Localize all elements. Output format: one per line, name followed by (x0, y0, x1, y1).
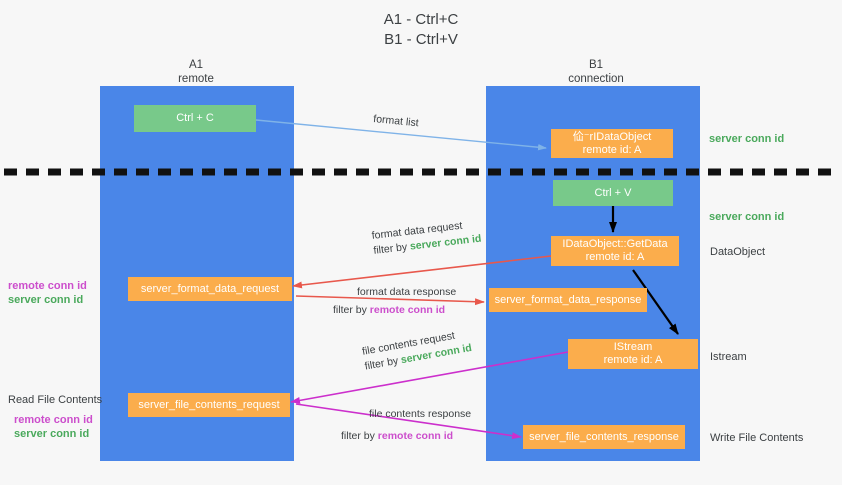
title-line-1: A1 - Ctrl+C (383, 11, 459, 28)
lane-b1-name: B1 (588, 59, 604, 71)
left-label-server-conn-id-1: server conn id (8, 294, 84, 306)
lane-b1-sub: connection (568, 73, 624, 85)
page-title: A1 - Ctrl+C B1 - Ctrl+V (0, 10, 842, 50)
right-label-server-conn-id-mid: server conn id (709, 211, 785, 223)
box-getdata-line2: remote id: A (585, 251, 645, 263)
edge-label-format-data-response: format data response filter by remote co… (333, 285, 456, 318)
right-label-dataobject: DataObject (710, 246, 766, 258)
left-label-read-file-contents: Read File Contents (8, 394, 103, 406)
box-idataobject-getdata[interactable]: IDataObject::GetData remote id: A (551, 236, 679, 266)
lane-header-b1: B1 connection (530, 58, 662, 86)
box-ctrl-c-label: Ctrl + C (176, 112, 214, 124)
lane-a1-name: A1 (188, 59, 204, 71)
box-server-file-contents-request[interactable]: server_file_contents_request (128, 393, 290, 417)
box-ctrl-v[interactable]: Ctrl + V (553, 180, 673, 206)
left-label-group-file: remote conn id server conn id (14, 413, 93, 441)
edge-label-file-contents-response: file contents response filter by remote … (341, 407, 471, 444)
filter-prefix: filter by (372, 240, 411, 257)
box-istream-line1: IStream (613, 341, 653, 353)
box-server-file-contents-response-label: server_file_contents_response (529, 430, 679, 443)
filter-prefix: filter by (341, 430, 378, 442)
filter-prefix: filter by (333, 304, 370, 316)
box-istream[interactable]: IStream remote id: A (568, 339, 698, 369)
box-server-format-data-request[interactable]: server_format_data_request (128, 277, 292, 301)
title-line-2: B1 - Ctrl+V (384, 31, 458, 48)
edge-label-format-data-response-filter: filter by remote conn id (333, 300, 456, 318)
box-server-format-data-request-label: server_format_data_request (140, 282, 280, 295)
box-server-format-data-response[interactable]: server_format_data_response (489, 288, 647, 312)
box-ctrl-c[interactable]: Ctrl + C (134, 105, 256, 132)
box-ctrl-v-label: Ctrl + V (594, 186, 632, 199)
edge-label-format-list-text: format list (372, 112, 420, 130)
box-ole-idataobject-line1: 佡⁻rIDataObject (572, 130, 652, 143)
box-server-format-data-response-label: server_format_data_response (494, 293, 642, 306)
right-label-istream: Istream (710, 351, 747, 363)
lane-a1-sub: remote (178, 73, 214, 85)
left-label-remote-conn-id-2: remote conn id (14, 414, 93, 426)
left-label-server-conn-id-2: server conn id (14, 428, 90, 440)
right-label-write-file-contents: Write File Contents (710, 432, 804, 444)
box-istream-line2: remote id: A (603, 354, 663, 366)
edge-label-file-contents-response-filter: filter by remote conn id (341, 422, 471, 444)
box-getdata-line1: IDataObject::GetData (562, 238, 668, 250)
edge-label-format-data-response-text: format data response (357, 286, 457, 298)
filter-key-remote-conn-id: remote conn id (369, 304, 446, 316)
lane-header-a1: A1 remote (130, 58, 262, 86)
right-label-server-conn-id-top: server conn id (709, 133, 785, 145)
left-label-group-format: remote conn id server conn id (8, 279, 87, 307)
box-server-file-contents-request-label: server_file_contents_request (138, 398, 280, 411)
left-label-remote-conn-id-1: remote conn id (8, 280, 87, 292)
box-server-file-contents-response[interactable]: server_file_contents_response (523, 425, 685, 449)
box-ole-idataobject-line2: remote id: A (582, 143, 642, 156)
filter-key-remote-conn-id: remote conn id (377, 430, 454, 442)
edge-label-file-contents-response-text: file contents response (369, 408, 472, 420)
box-ole-idataobject[interactable]: 佡⁻rIDataObject remote id: A (551, 129, 673, 158)
